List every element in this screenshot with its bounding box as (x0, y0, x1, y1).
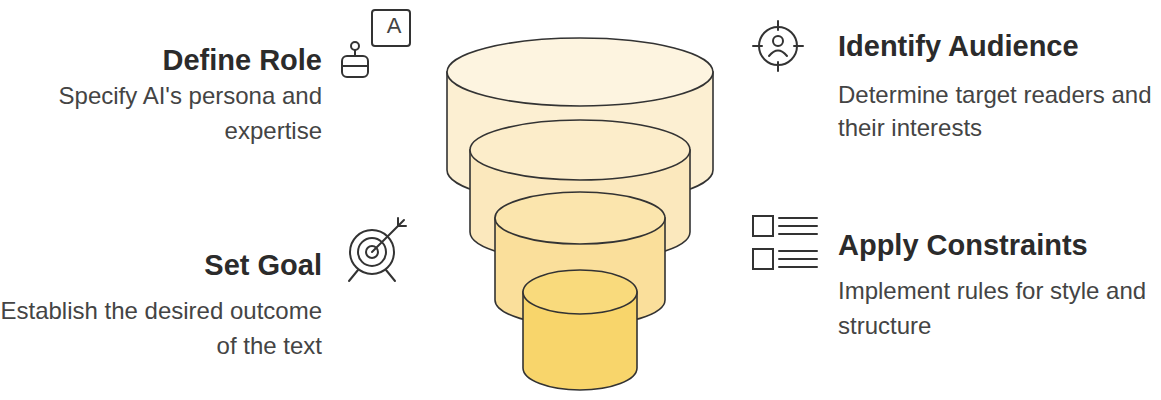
funnel (447, 38, 713, 390)
constraints-icon (753, 216, 817, 269)
target-ring (759, 27, 797, 65)
stand-leg (349, 270, 358, 281)
robot-head (342, 56, 368, 77)
funnel-tier-top (523, 270, 637, 314)
crosshair-tick (753, 45, 762, 47)
checkbox (753, 216, 773, 236)
audience-icon (753, 21, 803, 71)
robot-face-line (342, 65, 368, 67)
list-line (779, 225, 817, 227)
icon-letter: A (380, 12, 408, 40)
step-heading: Apply Constraints (838, 228, 1158, 262)
step-description: Determine target readers and their inter… (838, 78, 1156, 144)
list-line (779, 233, 817, 235)
crosshair-tick (794, 45, 803, 47)
icon-frame (372, 10, 410, 46)
step-heading: Identify Audience (838, 29, 1158, 63)
step-description: Implement rules for style and structure (838, 273, 1156, 343)
person-head (773, 36, 783, 46)
list-line (779, 250, 817, 252)
crosshair-tick (777, 62, 779, 71)
list-line (779, 217, 817, 219)
step-description: Establish the desired outcome of the tex… (0, 293, 322, 363)
goal-icon (349, 218, 406, 281)
list-line (779, 266, 817, 268)
arrow-shaft (372, 220, 404, 252)
stand-leg (386, 270, 395, 281)
funnel-tier-top (447, 38, 713, 106)
step-heading: Define Role (0, 43, 322, 77)
person-shoulders (769, 51, 787, 57)
step-description: Specify AI's persona and expertise (0, 78, 322, 148)
list-line (779, 258, 817, 260)
crosshair-tick (777, 21, 779, 30)
funnel-tier-top (495, 192, 665, 244)
robot-antenna (351, 42, 359, 50)
arrow-fletching (398, 218, 406, 226)
funnel-tier-top (470, 120, 690, 180)
checkbox (753, 249, 773, 269)
step-heading: Set Goal (0, 248, 322, 282)
role-icon (342, 10, 410, 77)
